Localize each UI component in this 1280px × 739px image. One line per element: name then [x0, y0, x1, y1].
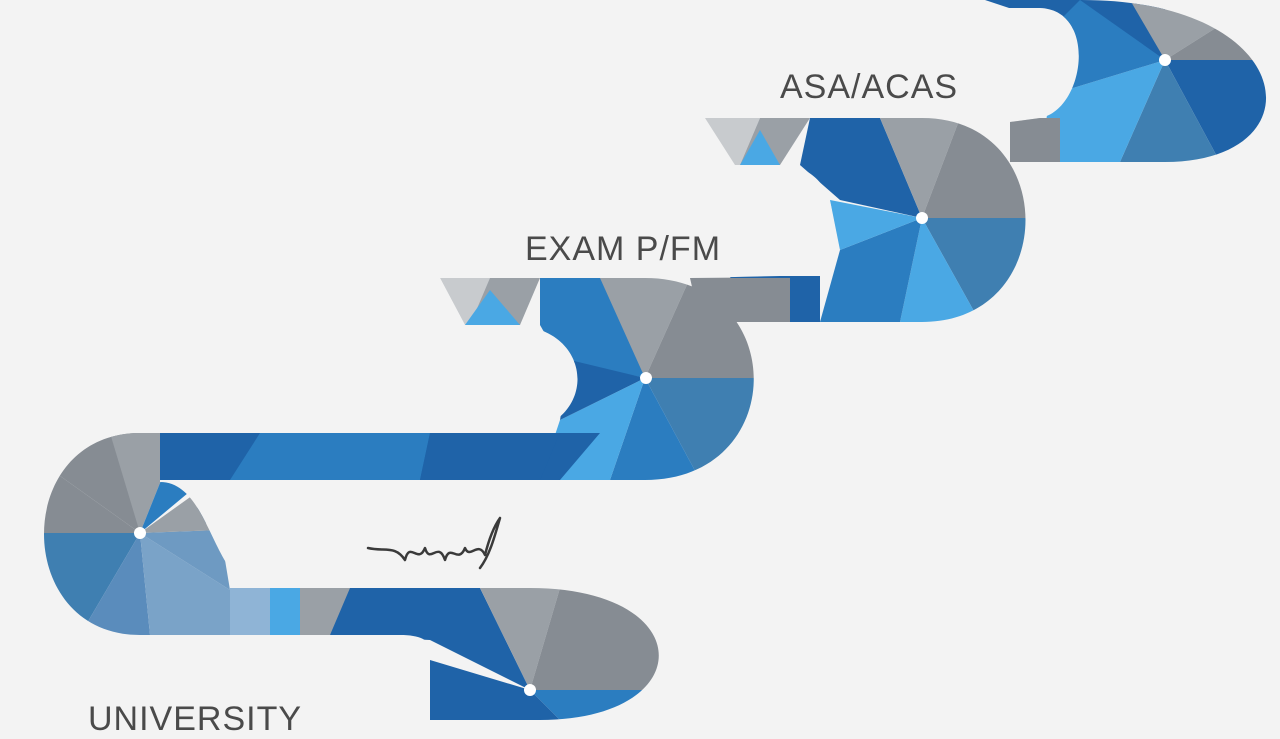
step-label-exam: EXAM P/FM	[525, 230, 722, 268]
step-label-acas: ASA/ACAS	[780, 68, 959, 106]
pivot-dot	[916, 212, 928, 224]
pivot-dot	[1159, 54, 1171, 66]
career-path-diagram	[44, 0, 1267, 720]
pivot-dot	[524, 684, 536, 696]
scribble-mark-icon	[366, 516, 502, 570]
pivot-dot	[640, 372, 652, 384]
path-segment-exam	[140, 278, 790, 480]
pivot-dot	[134, 527, 146, 539]
